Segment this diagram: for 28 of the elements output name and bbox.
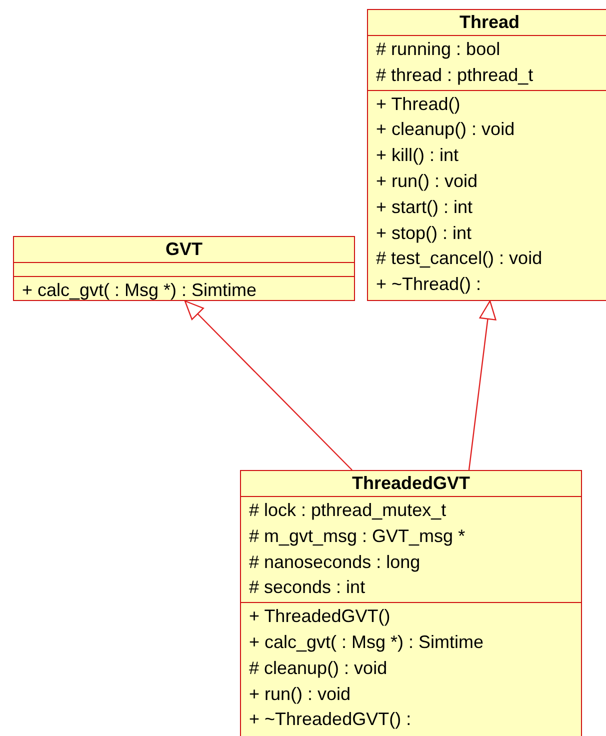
member-text: + ThreadedGVT() [249, 605, 392, 628]
member-text: + cleanup() : void [376, 118, 516, 142]
member-text: # seconds : int [249, 576, 366, 600]
member-text: # thread : pthread_t [376, 64, 534, 87]
member-text: + start() : int [376, 196, 474, 219]
member-text: + calc_gvt( : Msg *) : Simtime [249, 630, 485, 654]
member-text: # running : bool [376, 38, 502, 61]
class-name: GVT [14, 237, 354, 263]
member-text: # cleanup() : void [249, 656, 388, 680]
member-text: + ~Thread() : [376, 273, 482, 296]
member-text: # test_cancel() : void [376, 247, 544, 270]
member-text: + ~ThreadedGVT() : [249, 708, 412, 732]
member-text: # m_gvt_msg : GVT_msg * [249, 524, 466, 548]
class-box [240, 470, 582, 736]
member-text: + kill() : int [376, 144, 460, 168]
member-text: + run() : void [249, 682, 352, 706]
member-text: # nanoseconds : long [249, 550, 422, 574]
member-text: + calc_gvt( : Msg *) : Simtime [22, 279, 258, 302]
inheritance-arrow [468, 300, 496, 470]
inheritance-arrow [184, 300, 352, 470]
class-box [367, 9, 606, 301]
class-box [13, 236, 355, 301]
class-name: Thread [368, 10, 606, 36]
member-text: + Thread() [376, 92, 462, 116]
member-text: + run() : void [376, 170, 479, 193]
member-text: + stop() : int [376, 222, 473, 245]
member-text: # lock : pthread_mutex_t [249, 499, 448, 522]
class-name: ThreadedGVT [241, 471, 581, 497]
